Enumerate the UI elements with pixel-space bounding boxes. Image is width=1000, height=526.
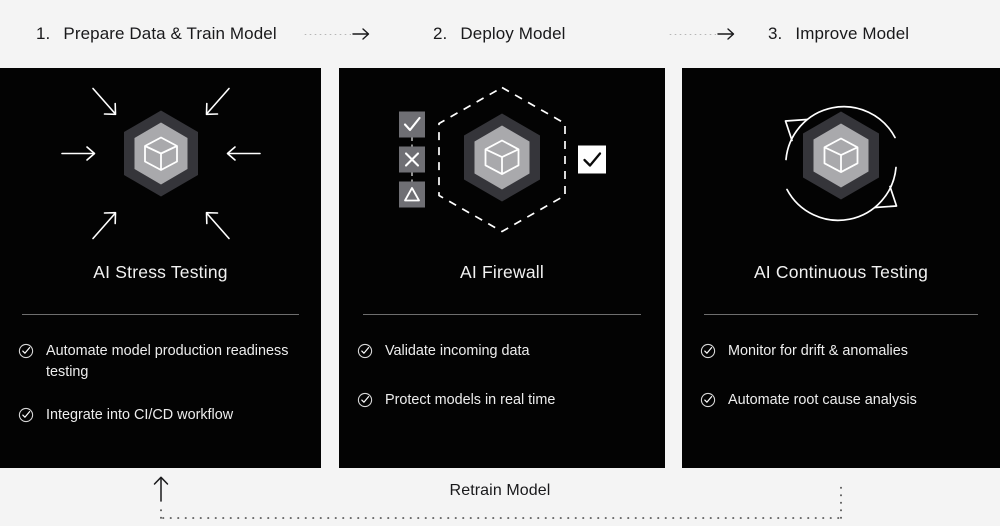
card-3-feature-list: Monitor for drift & anomalies Automate r…	[700, 341, 979, 411]
hexagon-logo-circular-arrows-icon	[784, 105, 898, 222]
dotted-line-icon	[668, 33, 716, 35]
step-2-label: Deploy Model	[460, 24, 566, 43]
step-connector-arrow-2	[668, 0, 737, 68]
list-item-label: Monitor for drift & anomalies	[728, 343, 908, 359]
hexagon-logo-dashed-perimeter-icon	[399, 86, 606, 233]
firewall-badge-warning-icon	[399, 181, 425, 208]
list-item: Protect models in real time	[357, 390, 644, 411]
list-item-label: Automate model production readiness test…	[46, 343, 289, 380]
step-1-prepare-data-train-model: 1. Prepare Data & Train Model	[36, 0, 277, 68]
card-3-divider	[704, 314, 978, 315]
step-1-number: 1.	[36, 24, 51, 43]
dotted-loop-arrow-up-icon	[153, 476, 842, 519]
list-item: Validate incoming data	[357, 341, 644, 362]
card-1-title: AI Stress Testing	[93, 262, 228, 282]
card-2-title: AI Firewall	[460, 262, 544, 282]
step-3-number: 3.	[768, 24, 783, 43]
step-2-number: 2.	[433, 24, 448, 43]
circle-check-icon	[357, 343, 373, 359]
dotted-line-icon	[303, 33, 351, 35]
firewall-badge-pass-icon	[399, 111, 425, 138]
card-2-divider	[363, 314, 641, 315]
step-1-label: Prepare Data & Train Model	[63, 24, 277, 43]
list-item-label: Automate root cause analysis	[728, 391, 917, 408]
circle-check-icon	[18, 343, 34, 359]
list-item-label: Validate incoming data	[385, 343, 530, 359]
continuous-testing-artwork	[682, 68, 1000, 260]
list-item: Automate root cause analysis	[700, 390, 979, 411]
step-3-improve-model: 3. Improve Model	[768, 0, 909, 68]
hexagon-logo-inward-arrows-icon	[60, 87, 261, 240]
card-1-feature-list: Automate model production readiness test…	[18, 341, 300, 426]
list-item: Monitor for drift & anomalies	[700, 341, 979, 362]
step-3-label: Improve Model	[795, 24, 910, 43]
process-step-header: 1. Prepare Data & Train Model 2. Deploy …	[0, 0, 1000, 68]
firewall-artwork	[339, 68, 665, 260]
arrow-right-icon	[717, 28, 735, 40]
stress-testing-artwork	[0, 68, 321, 260]
step-2-deploy-model: 2. Deploy Model	[433, 0, 566, 68]
card-2-feature-list: Validate incoming data Protect models in…	[357, 341, 644, 411]
card-ai-stress-testing[interactable]: AI Stress Testing Automate model product…	[0, 68, 321, 468]
arrow-right-icon	[352, 28, 370, 40]
circle-check-icon	[357, 392, 373, 408]
firewall-badge-block-icon	[399, 146, 425, 173]
list-item-label: Integrate into CI/CD workflow	[46, 406, 234, 423]
circle-check-icon	[700, 392, 716, 408]
firewall-badge-approved-icon	[578, 145, 606, 174]
card-ai-continuous-testing[interactable]: AI Continuous Testing Monitor for drift …	[682, 68, 1000, 468]
list-item: Automate model production readiness test…	[18, 341, 300, 383]
step-connector-arrow-1	[303, 0, 372, 68]
list-item: Integrate into CI/CD workflow	[18, 405, 300, 426]
circle-check-icon	[18, 407, 34, 422]
card-3-title: AI Continuous Testing	[753, 262, 929, 282]
list-item-label: Protect models in real time	[385, 391, 556, 408]
card-1-divider	[22, 314, 299, 315]
retrain-model-label: Retrain Model	[449, 482, 551, 499]
circle-check-icon	[700, 343, 716, 359]
card-ai-firewall[interactable]: AI Firewall Validate incoming data Prote…	[339, 68, 665, 468]
retrain-loop-footer: Retrain Model	[0, 468, 1000, 526]
